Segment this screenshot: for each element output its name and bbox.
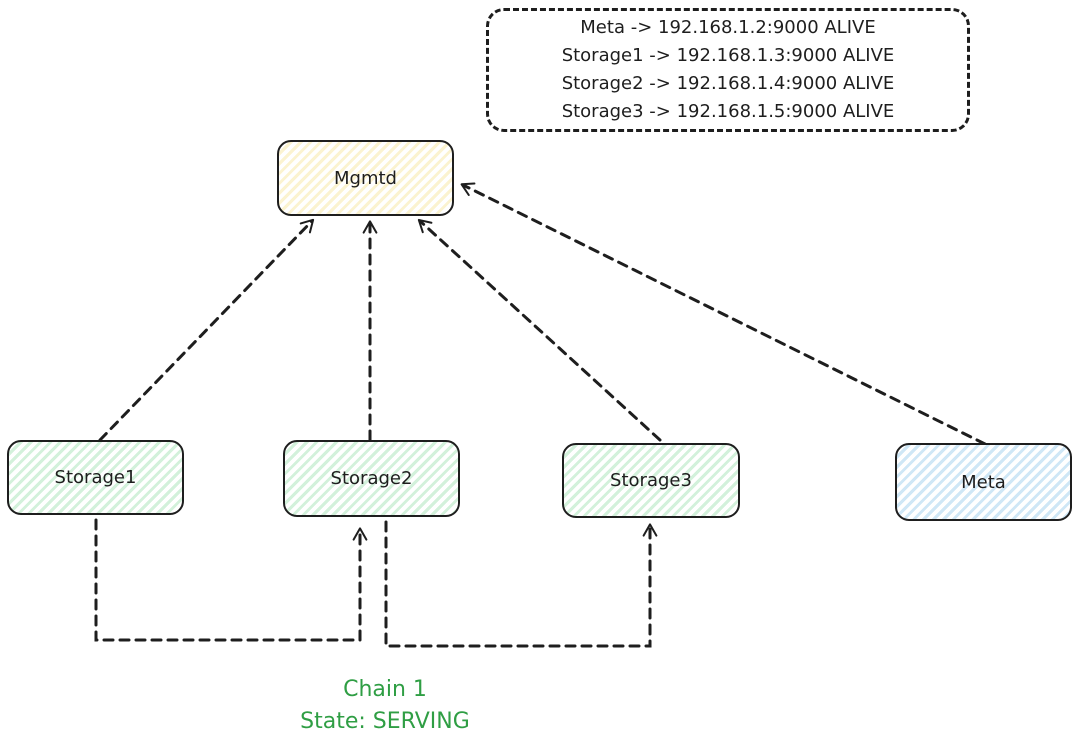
node-status-panel: Meta -> 192.168.1.2:9000 ALIVE Storage1 … (486, 8, 970, 132)
chain-state: State: SERVING (300, 709, 470, 734)
storage2-label: Storage2 (330, 468, 413, 489)
storage1-node[interactable]: Storage1 (7, 440, 184, 515)
storage3-node[interactable]: Storage3 (562, 443, 740, 518)
status-line-storage1: Storage1 -> 192.168.1.3:9000 ALIVE (561, 45, 895, 66)
arrow-storage1-to-mgmtd (98, 218, 315, 442)
chain-name: Chain 1 (343, 677, 427, 702)
arrow-meta-to-mgmtd (460, 182, 987, 446)
chain-arrow-storage1-to-storage2 (94, 518, 368, 642)
storage2-node[interactable]: Storage2 (283, 440, 460, 517)
arrow-storage3-to-mgmtd (417, 218, 662, 442)
status-line-storage3: Storage3 -> 192.168.1.5:9000 ALIVE (561, 101, 895, 122)
storage1-label: Storage1 (54, 467, 137, 488)
chain-arrow-storage2-to-storage3 (384, 520, 658, 648)
meta-node[interactable]: Meta (895, 443, 1072, 521)
meta-label: Meta (961, 471, 1006, 493)
storage3-label: Storage3 (610, 470, 692, 491)
mgmtd-label: Mgmtd (334, 167, 397, 189)
status-line-storage2: Storage2 -> 192.168.1.4:9000 ALIVE (561, 73, 895, 94)
chain-state-label: Chain 1 State: SERVING (255, 674, 515, 738)
status-line-meta: Meta -> 192.168.1.2:9000 ALIVE (580, 17, 876, 38)
mgmtd-node[interactable]: Mgmtd (277, 140, 454, 216)
